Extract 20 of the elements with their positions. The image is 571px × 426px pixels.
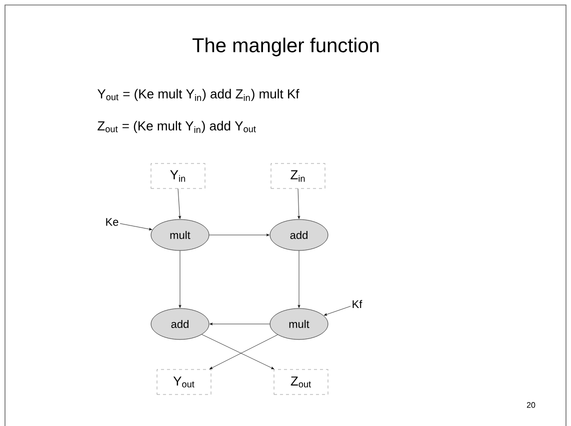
arrow [298, 188, 300, 219]
arrow [120, 223, 152, 230]
slide-title: The mangler function [192, 38, 379, 56]
signal-box: Y$_{in}$ [150, 163, 206, 189]
constant-label: Kf [352, 300, 362, 308]
arrow [202, 334, 274, 370]
constant-label: Ke [106, 218, 118, 226]
arrow [178, 188, 182, 219]
arrow [210, 322, 270, 326]
arrow [324, 306, 351, 316]
arrow [298, 250, 300, 308]
equation: Z$_{out}$ = (Ke mult Y$_{in}$) add Y$_{out}$ [98, 120, 256, 134]
arrow [209, 334, 278, 370]
page-number: 20 [526, 402, 536, 408]
signal-box: Y$_{out}$ [156, 369, 212, 395]
arrow [178, 250, 182, 308]
equation: Y$_{out}$ = (Ke mult Y$_{in}$) add Z$_{in}$) mult Kf [98, 88, 300, 102]
arrow [209, 234, 270, 236]
signal-box: Z$_{out}$ [274, 369, 328, 395]
signal-box: Z$_{in}$ [270, 163, 326, 189]
